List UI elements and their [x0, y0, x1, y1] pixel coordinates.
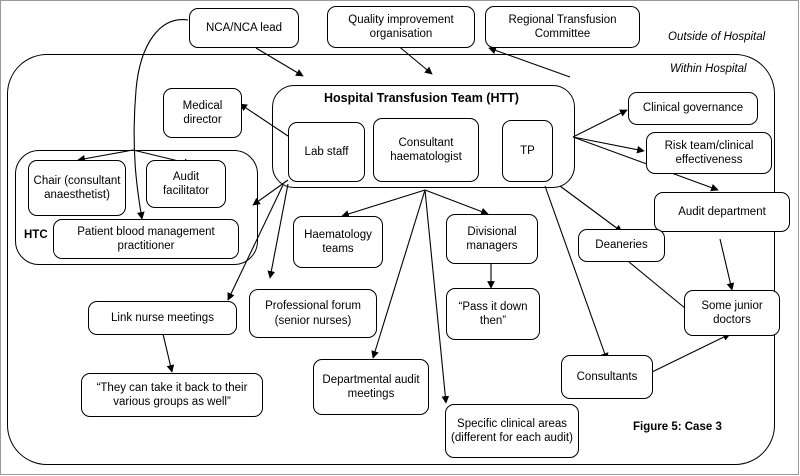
htc-label: HTC [24, 229, 48, 241]
node-tp[interactable]: TP [502, 120, 553, 182]
htt-title: Hospital Transfusion Team (HTT) [324, 91, 519, 105]
node-regional-transfusion[interactable]: Regional Transfusion Committee [485, 6, 640, 48]
node-audit-department[interactable]: Audit department [654, 192, 790, 232]
node-risk-team[interactable]: Risk team/clinical effectiveness [646, 132, 772, 174]
node-departmental-audit[interactable]: Departmental audit meetings [313, 359, 429, 415]
node-audit-facilitator[interactable]: Audit facilitator [146, 160, 226, 208]
node-nca-lead[interactable]: NCA/NCA lead [189, 8, 299, 48]
node-link-nurse-meetings[interactable]: Link nurse meetings [88, 301, 237, 335]
node-clinical-governance[interactable]: Clinical governance [628, 92, 758, 125]
htc-container [15, 150, 258, 265]
node-lab-staff[interactable]: Lab staff [288, 122, 365, 182]
figure-caption: Figure 5: Case 3 [633, 421, 722, 433]
within-hospital-label: Within Hospital [670, 63, 747, 75]
node-haematology-teams[interactable]: Haematology teams [293, 216, 383, 268]
node-pass-it-down[interactable]: “Pass it down then” [446, 288, 540, 340]
node-specific-clinical-areas[interactable]: Specific clinical areas (different for e… [445, 404, 579, 458]
node-some-junior-doctors[interactable]: Some junior doctors [684, 290, 780, 336]
node-professional-forum[interactable]: Professional forum (senior nurses) [249, 289, 377, 338]
node-pbm-practitioner[interactable]: Patient blood management practitioner [53, 219, 239, 259]
node-quality-improvement[interactable]: Quality improvement organisation [327, 6, 475, 48]
node-medical-director[interactable]: Medical director [163, 88, 242, 138]
within-hospital-container [7, 54, 775, 465]
node-chair[interactable]: Chair (consultant anaesthetist) [28, 160, 126, 216]
node-take-it-back[interactable]: “They can take it back to their various … [81, 373, 263, 417]
outside-hospital-label: Outside of Hospital [668, 31, 766, 43]
node-consultants[interactable]: Consultants [561, 355, 653, 399]
node-divisional-managers[interactable]: Divisional managers [446, 214, 538, 264]
node-consultant-haematologist[interactable]: Consultant haematologist [373, 118, 479, 182]
htt-container [272, 85, 575, 188]
node-deaneries[interactable]: Deaneries [578, 229, 665, 262]
